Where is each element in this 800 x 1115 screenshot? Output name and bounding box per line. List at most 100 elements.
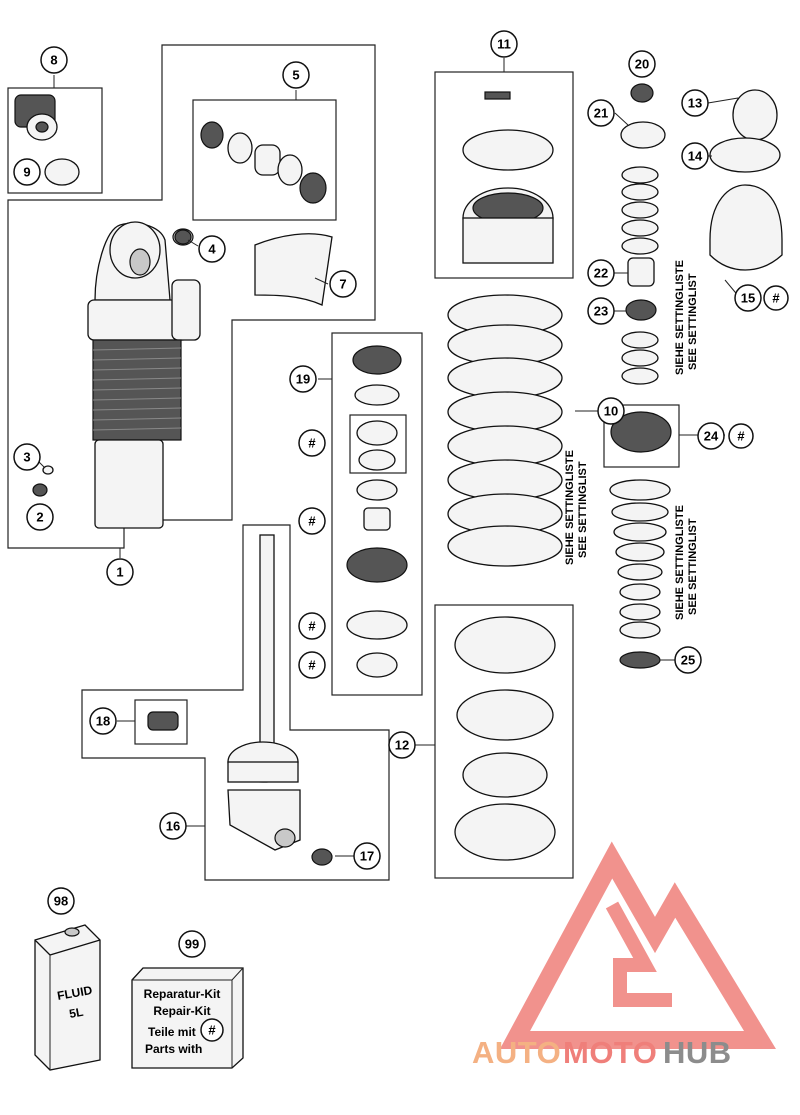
svg-text:13: 13	[688, 96, 702, 111]
frame-part-18	[134, 699, 188, 745]
callout-hash-19a: #	[298, 429, 326, 457]
svg-text:12: 12	[395, 738, 409, 753]
callout-16: 16	[159, 812, 187, 840]
svg-text:10: 10	[604, 404, 618, 419]
callout-10: 10	[597, 397, 625, 425]
frame-part-12	[434, 604, 574, 879]
callout-4: 4	[198, 235, 226, 263]
callout-1: 1	[106, 558, 134, 586]
svg-text:14: 14	[688, 149, 703, 164]
callout-2: 2	[26, 503, 54, 531]
repair-kit-line2: Repair-Kit	[153, 1004, 210, 1018]
svg-text:SIEHE SETTINGLISTE: SIEHE SETTINGLISTE	[564, 450, 576, 565]
svg-text:2: 2	[36, 510, 43, 525]
svg-text:21: 21	[594, 106, 608, 121]
svg-text:#: #	[208, 1023, 216, 1038]
repair-kit-line4: Parts with	[145, 1042, 202, 1056]
svg-text:SEE SETTINGLIST: SEE SETTINGLIST	[687, 273, 699, 370]
callout-5: 5	[282, 61, 310, 89]
svg-text:9: 9	[23, 165, 30, 180]
svg-text:15: 15	[741, 291, 755, 306]
setting-label-upper-stack: SIEHE SETTINGLISTE SEE SETTINGLIST	[674, 260, 699, 375]
svg-text:SEE SETTINGLIST: SEE SETTINGLIST	[687, 518, 699, 615]
callout-8: 8	[40, 46, 68, 74]
piston-rod-part-16	[147, 534, 333, 866]
svg-text:18: 18	[96, 714, 110, 729]
oring-part-9	[44, 158, 80, 186]
svg-text:8: 8	[50, 53, 57, 68]
callout-15: 15	[734, 284, 762, 312]
sticker-part-7	[254, 233, 333, 306]
callout-hash-24: #	[728, 423, 754, 449]
callout-19: 19	[289, 365, 317, 393]
seal-kit-part-5	[200, 121, 327, 204]
svg-text:98: 98	[54, 894, 68, 909]
washers-part-12	[454, 616, 556, 861]
frame-part-5	[192, 99, 337, 221]
svg-text:20: 20	[635, 57, 649, 72]
svg-text:SIEHE SETTINGLISTE: SIEHE SETTINGLISTE	[674, 260, 686, 375]
frame-part-19	[331, 332, 423, 696]
svg-text:5: 5	[292, 68, 299, 83]
fluid-can-line1: FLUID	[56, 983, 94, 1003]
piston-stack-part-19	[346, 345, 408, 678]
svg-text:4: 4	[208, 242, 216, 257]
setting-label-spring: SIEHE SETTINGLISTE SEE SETTINGLIST	[564, 450, 589, 565]
svg-text:#: #	[737, 429, 745, 444]
fluid-can-line2: 5L	[68, 1005, 84, 1021]
svg-text:SIEHE SETTINGLISTE: SIEHE SETTINGLISTE	[674, 505, 686, 620]
seal-part-8	[14, 94, 58, 141]
svg-text:3: 3	[23, 450, 30, 465]
repair-kit-line3: Teile mit	[148, 1025, 196, 1039]
svg-text:#: #	[308, 514, 316, 529]
callout-99: 99	[178, 930, 206, 958]
svg-text:22: 22	[594, 266, 608, 281]
callout-24: 24	[697, 422, 725, 450]
right-column-parts	[609, 83, 783, 669]
shock-body-illustration	[32, 221, 201, 529]
watermark-hub: HUB	[663, 1035, 732, 1070]
svg-text:#: #	[308, 658, 316, 673]
callout-11: 11	[490, 30, 518, 58]
svg-text:17: 17	[360, 849, 374, 864]
callout-17: 17	[353, 842, 381, 870]
svg-text:SEE SETTINGLIST: SEE SETTINGLIST	[577, 461, 589, 558]
setting-label-lower-stack: SIEHE SETTINGLISTE SEE SETTINGLIST	[674, 505, 699, 620]
fluid-can-part-98: FLUID 5L	[34, 924, 101, 1071]
valve-part-4	[174, 229, 192, 245]
callout-21: 21	[587, 99, 615, 127]
svg-text:1: 1	[116, 565, 123, 580]
svg-text:16: 16	[166, 819, 180, 834]
callout-23: 23	[587, 297, 615, 325]
callout-12: 12	[388, 731, 416, 759]
frame-part-24	[603, 404, 680, 468]
svg-text:#: #	[308, 619, 316, 634]
watermark-logo-mark	[499, 841, 776, 1049]
repair-kit-hash-callout: #	[200, 1018, 224, 1042]
spring-part-10	[447, 294, 563, 567]
callout-18: 18	[89, 707, 117, 735]
callout-13: 13	[681, 89, 709, 117]
svg-text:#: #	[308, 436, 316, 451]
repair-kit-part-99: Reparatur-Kit Repair-Kit Teile mit Parts…	[131, 967, 244, 1069]
svg-text:11: 11	[497, 37, 511, 52]
frame-part-8-9	[7, 87, 103, 194]
callout-hash-15: #	[763, 285, 789, 311]
svg-text:99: 99	[185, 937, 199, 952]
callout-98: 98	[47, 887, 75, 915]
frame-hash-inner	[349, 414, 407, 474]
svg-text:25: 25	[681, 653, 695, 668]
callout-22: 22	[587, 259, 615, 287]
svg-text:23: 23	[594, 304, 608, 319]
svg-text:#: #	[772, 291, 780, 306]
repair-kit-line1: Reparatur-Kit	[144, 987, 221, 1001]
callout-20: 20	[628, 50, 656, 78]
callout-7: 7	[329, 270, 357, 298]
svg-text:24: 24	[704, 429, 719, 444]
callout-hash-19b: #	[298, 507, 326, 535]
adjuster-part-11	[462, 91, 554, 264]
watermark-moto: MOTO	[563, 1035, 657, 1070]
callout-hash-19c: #	[298, 612, 326, 640]
svg-text:19: 19	[296, 372, 310, 387]
